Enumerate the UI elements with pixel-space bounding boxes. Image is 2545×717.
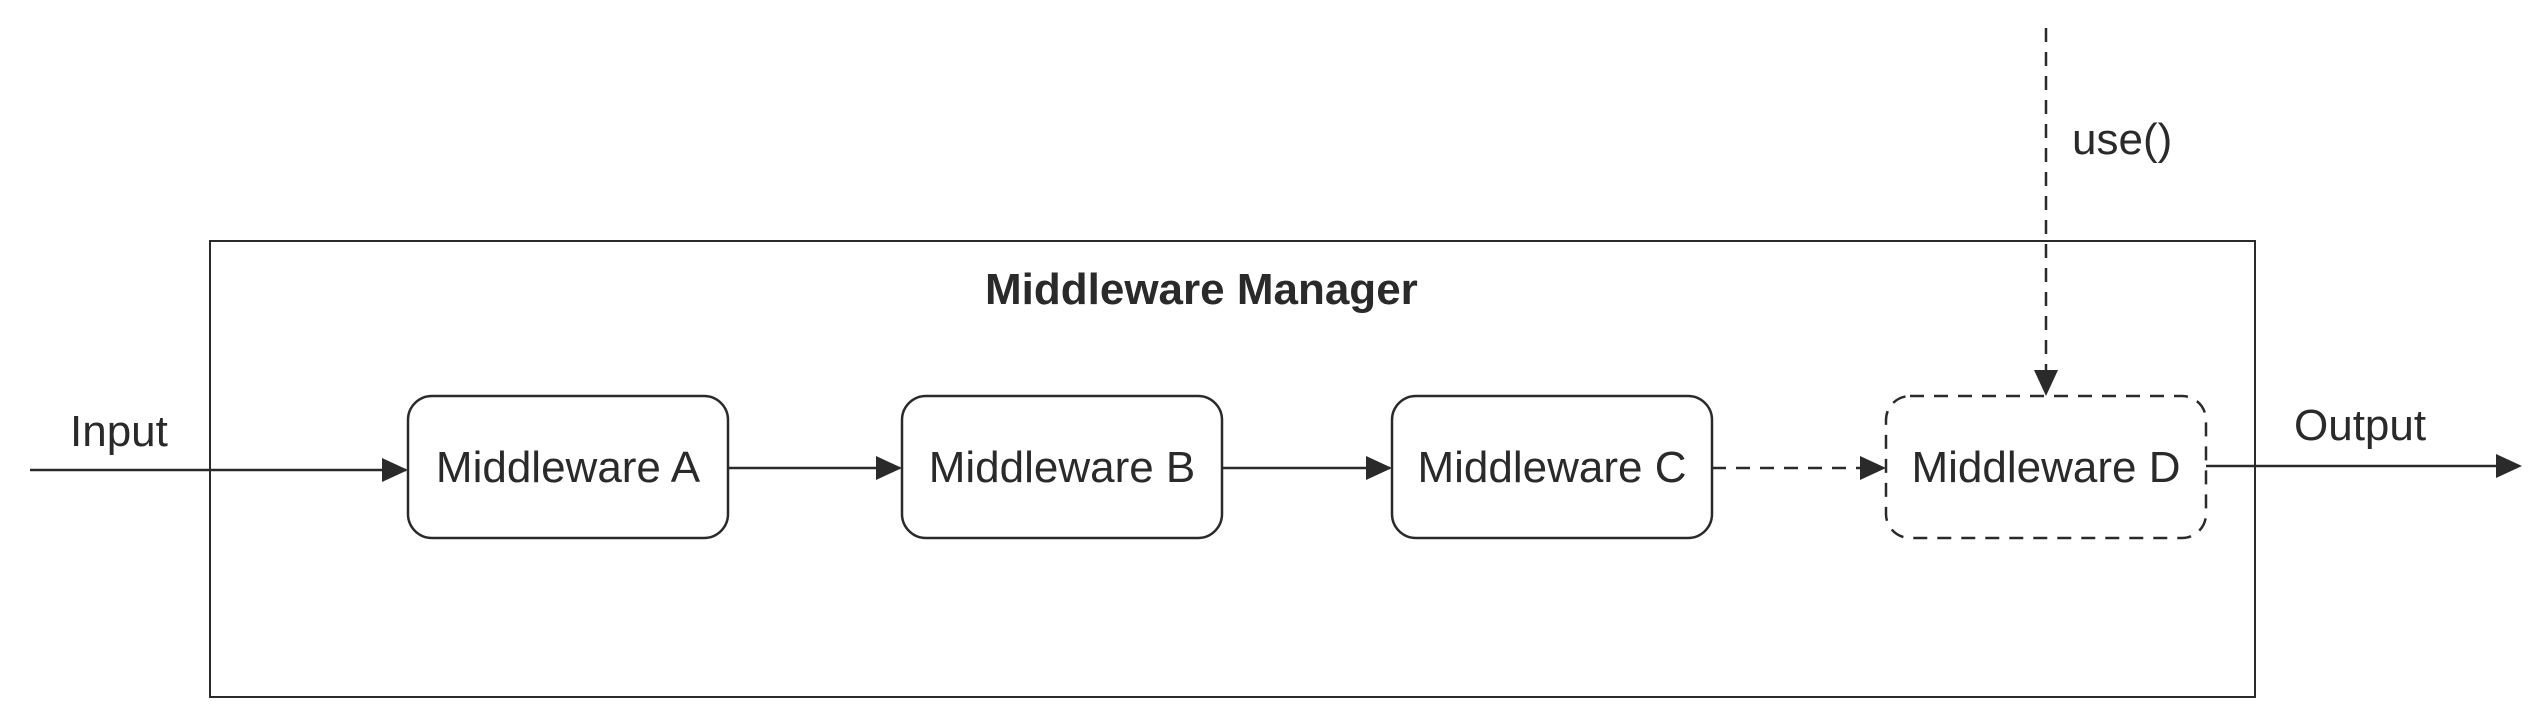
middleware-d-box bbox=[1884, 394, 2208, 540]
use-arrowhead bbox=[2034, 370, 2058, 396]
output-label: Output bbox=[2294, 401, 2427, 450]
middleware-a-label: Middleware A bbox=[435, 443, 701, 492]
middleware-c-label: Middleware C bbox=[1417, 443, 1687, 492]
middleware-d-label: Middleware D bbox=[1911, 443, 2181, 492]
input-label: Input bbox=[70, 407, 168, 456]
middleware-b-label: Middleware B bbox=[928, 443, 1196, 492]
manager-title: Middleware Manager bbox=[985, 265, 1418, 314]
edge-c-to-d-arrowhead bbox=[1860, 456, 1886, 480]
edge-a-to-b-arrowhead bbox=[876, 456, 902, 480]
input-arrowhead bbox=[382, 458, 408, 482]
output-arrowhead bbox=[2496, 454, 2522, 478]
use-label: use() bbox=[2072, 115, 2173, 164]
edge-b-to-c-arrowhead bbox=[1366, 456, 1392, 480]
